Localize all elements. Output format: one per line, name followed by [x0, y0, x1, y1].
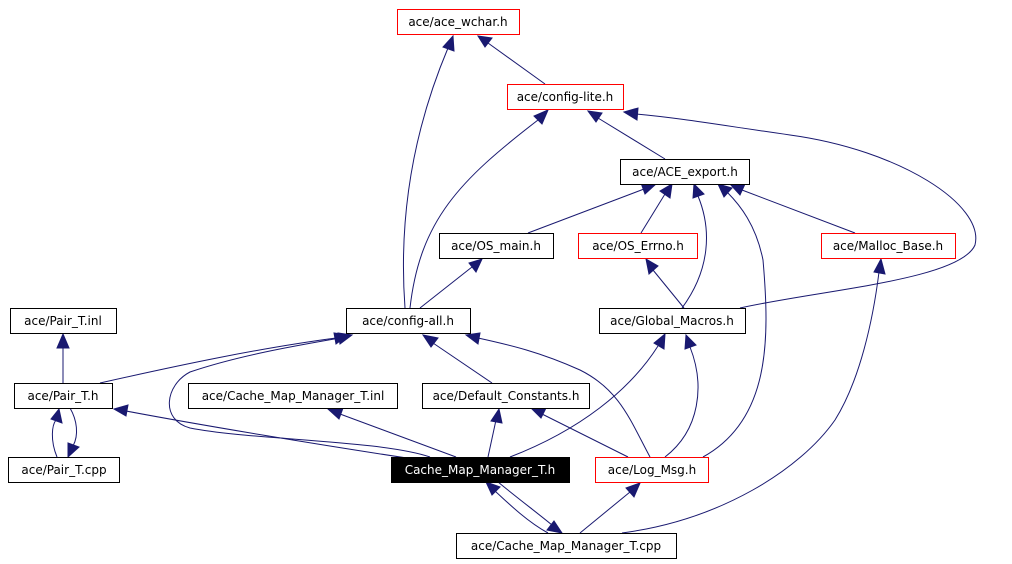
node-label: ace/Pair_T.inl — [24, 314, 102, 328]
arrowhead-icon — [546, 520, 564, 534]
edge-logmsg-to-configall — [477, 337, 651, 458]
node-label: ace/Cache_Map_Manager_T.cpp — [471, 539, 661, 553]
arrowhead-icon — [625, 482, 641, 498]
node-pair-t-h[interactable]: ace/Pair_T.h — [14, 383, 113, 409]
edge-logmsg-to-globalmacros — [664, 346, 699, 458]
edge-configall-to-osmain — [419, 266, 473, 309]
arrowhead-icon — [653, 332, 666, 350]
edge-osmain-to-aceexport — [527, 188, 645, 234]
edge-cmmh-to-configall — [168, 337, 431, 458]
arrowhead-icon — [645, 258, 659, 275]
edge-cmmh-to-defconst — [487, 419, 497, 458]
node-label: Cache_Map_Manager_T.h — [405, 463, 556, 477]
node-global-macros[interactable]: ace/Global_Macros.h — [599, 308, 746, 334]
edge-oserrno-to-aceexport — [640, 193, 666, 234]
edge-paircpp-to-pairh — [51, 419, 58, 458]
edge-cmmh-to-pairh — [125, 410, 421, 461]
edge-cmmcpp-to-mallocbase — [621, 271, 880, 534]
edge-cmmh-to-cmmcpp — [497, 481, 553, 526]
arrowhead-icon — [692, 182, 705, 199]
node-os-errno[interactable]: ace/OS_Errno.h — [578, 233, 698, 259]
node-cache-map-manager-cpp[interactable]: ace/Cache_Map_Manager_T.cpp — [456, 533, 677, 559]
node-cache-map-manager-inl[interactable]: ace/Cache_Map_Manager_T.inl — [188, 383, 398, 409]
edge-pairh-to-paircpp — [69, 407, 78, 447]
arrowhead-icon — [485, 481, 501, 496]
arrowhead-icon — [684, 333, 697, 350]
arrowhead-icon — [442, 34, 455, 52]
node-label: ace/config-lite.h — [517, 90, 614, 104]
edge-cmmh-to-cmminl — [339, 413, 457, 458]
arrowhead-icon — [529, 407, 547, 419]
arrowhead-icon — [67, 442, 80, 459]
graph-nodes: ace/ace_wchar.h ace/config-lite.h ace/AC… — [8, 9, 956, 559]
node-config-all[interactable]: ace/config-all.h — [346, 308, 471, 334]
arrowhead-icon — [490, 407, 503, 424]
arrowhead-icon — [728, 183, 746, 196]
edge-mallocbase-to-aceexport — [741, 189, 856, 234]
node-log-msg[interactable]: ace/Log_Msg.h — [595, 457, 709, 483]
edge-configlite-to-wchar — [487, 42, 546, 85]
node-label: ace/Pair_T.h — [27, 389, 98, 403]
node-label: ace/Malloc_Base.h — [833, 239, 943, 253]
edge-logmsg-to-defconst — [541, 413, 629, 458]
arrowhead-icon — [586, 110, 603, 123]
arrowhead-icon — [659, 183, 673, 199]
node-pair-t-cpp[interactable]: ace/Pair_T.cpp — [8, 457, 120, 483]
arrowhead-icon — [464, 332, 481, 345]
node-label: ace/Cache_Map_Manager_T.inl — [202, 389, 385, 403]
arrowhead-icon — [337, 332, 354, 345]
edge-aceexport-to-configlite — [597, 117, 666, 160]
node-label: ace/ace_wchar.h — [408, 15, 507, 29]
node-ace-wchar[interactable]: ace/ace_wchar.h — [397, 9, 520, 35]
node-default-constants[interactable]: ace/Default_Constants.h — [422, 383, 590, 409]
node-ace-export[interactable]: ace/ACE_export.h — [620, 159, 750, 185]
arrowhead-icon — [50, 407, 63, 424]
node-label: ace/Pair_T.cpp — [21, 463, 106, 477]
edge-defconst-to-configall — [432, 342, 493, 384]
edge-configall-to-configlite — [409, 119, 539, 309]
edge-globalmacros-to-oserrno — [652, 269, 685, 309]
edge-logmsg-to-aceexport — [702, 191, 767, 458]
node-cache-map-manager-h-selected[interactable]: Cache_Map_Manager_T.h — [391, 457, 570, 483]
arrowhead-icon — [622, 107, 639, 121]
graph-edges — [50, 34, 977, 534]
edge-cmmcpp-to-cmmh — [493, 489, 549, 534]
node-label: ace/Log_Msg.h — [608, 463, 696, 477]
arrowhead-icon — [533, 109, 549, 125]
node-label: ace/Global_Macros.h — [610, 314, 734, 328]
node-label: ace/OS_main.h — [451, 239, 541, 253]
edge-pairh-to-configall — [99, 337, 337, 384]
edge-globalmacros-to-aceexport — [681, 195, 707, 309]
node-config-lite[interactable]: ace/config-lite.h — [507, 84, 624, 110]
arrowhead-icon — [873, 257, 886, 275]
node-label: ace/Default_Constants.h — [433, 389, 580, 403]
node-label: ace/OS_Errno.h — [592, 239, 684, 253]
edge-configall-to-wchar — [402, 47, 449, 309]
node-os-main[interactable]: ace/OS_main.h — [439, 233, 554, 259]
edge-globalmacros-to-configlite — [635, 113, 977, 309]
arrowhead-icon — [468, 258, 483, 273]
arrowhead-icon — [421, 334, 439, 348]
node-malloc-base[interactable]: ace/Malloc_Base.h — [821, 233, 956, 259]
arrowhead-icon — [326, 407, 344, 420]
edge-cmmcpp-to-logmsg — [579, 491, 631, 534]
arrowhead-icon — [56, 332, 70, 349]
arrowhead-icon — [717, 183, 733, 198]
arrowhead-icon — [112, 404, 129, 417]
node-label: ace/config-all.h — [362, 314, 454, 328]
edge-cmmh-to-globalmacros — [509, 345, 659, 458]
arrowhead-icon — [476, 35, 493, 48]
node-pair-t-inl[interactable]: ace/Pair_T.inl — [10, 308, 117, 334]
node-label: ace/ACE_export.h — [632, 165, 738, 179]
